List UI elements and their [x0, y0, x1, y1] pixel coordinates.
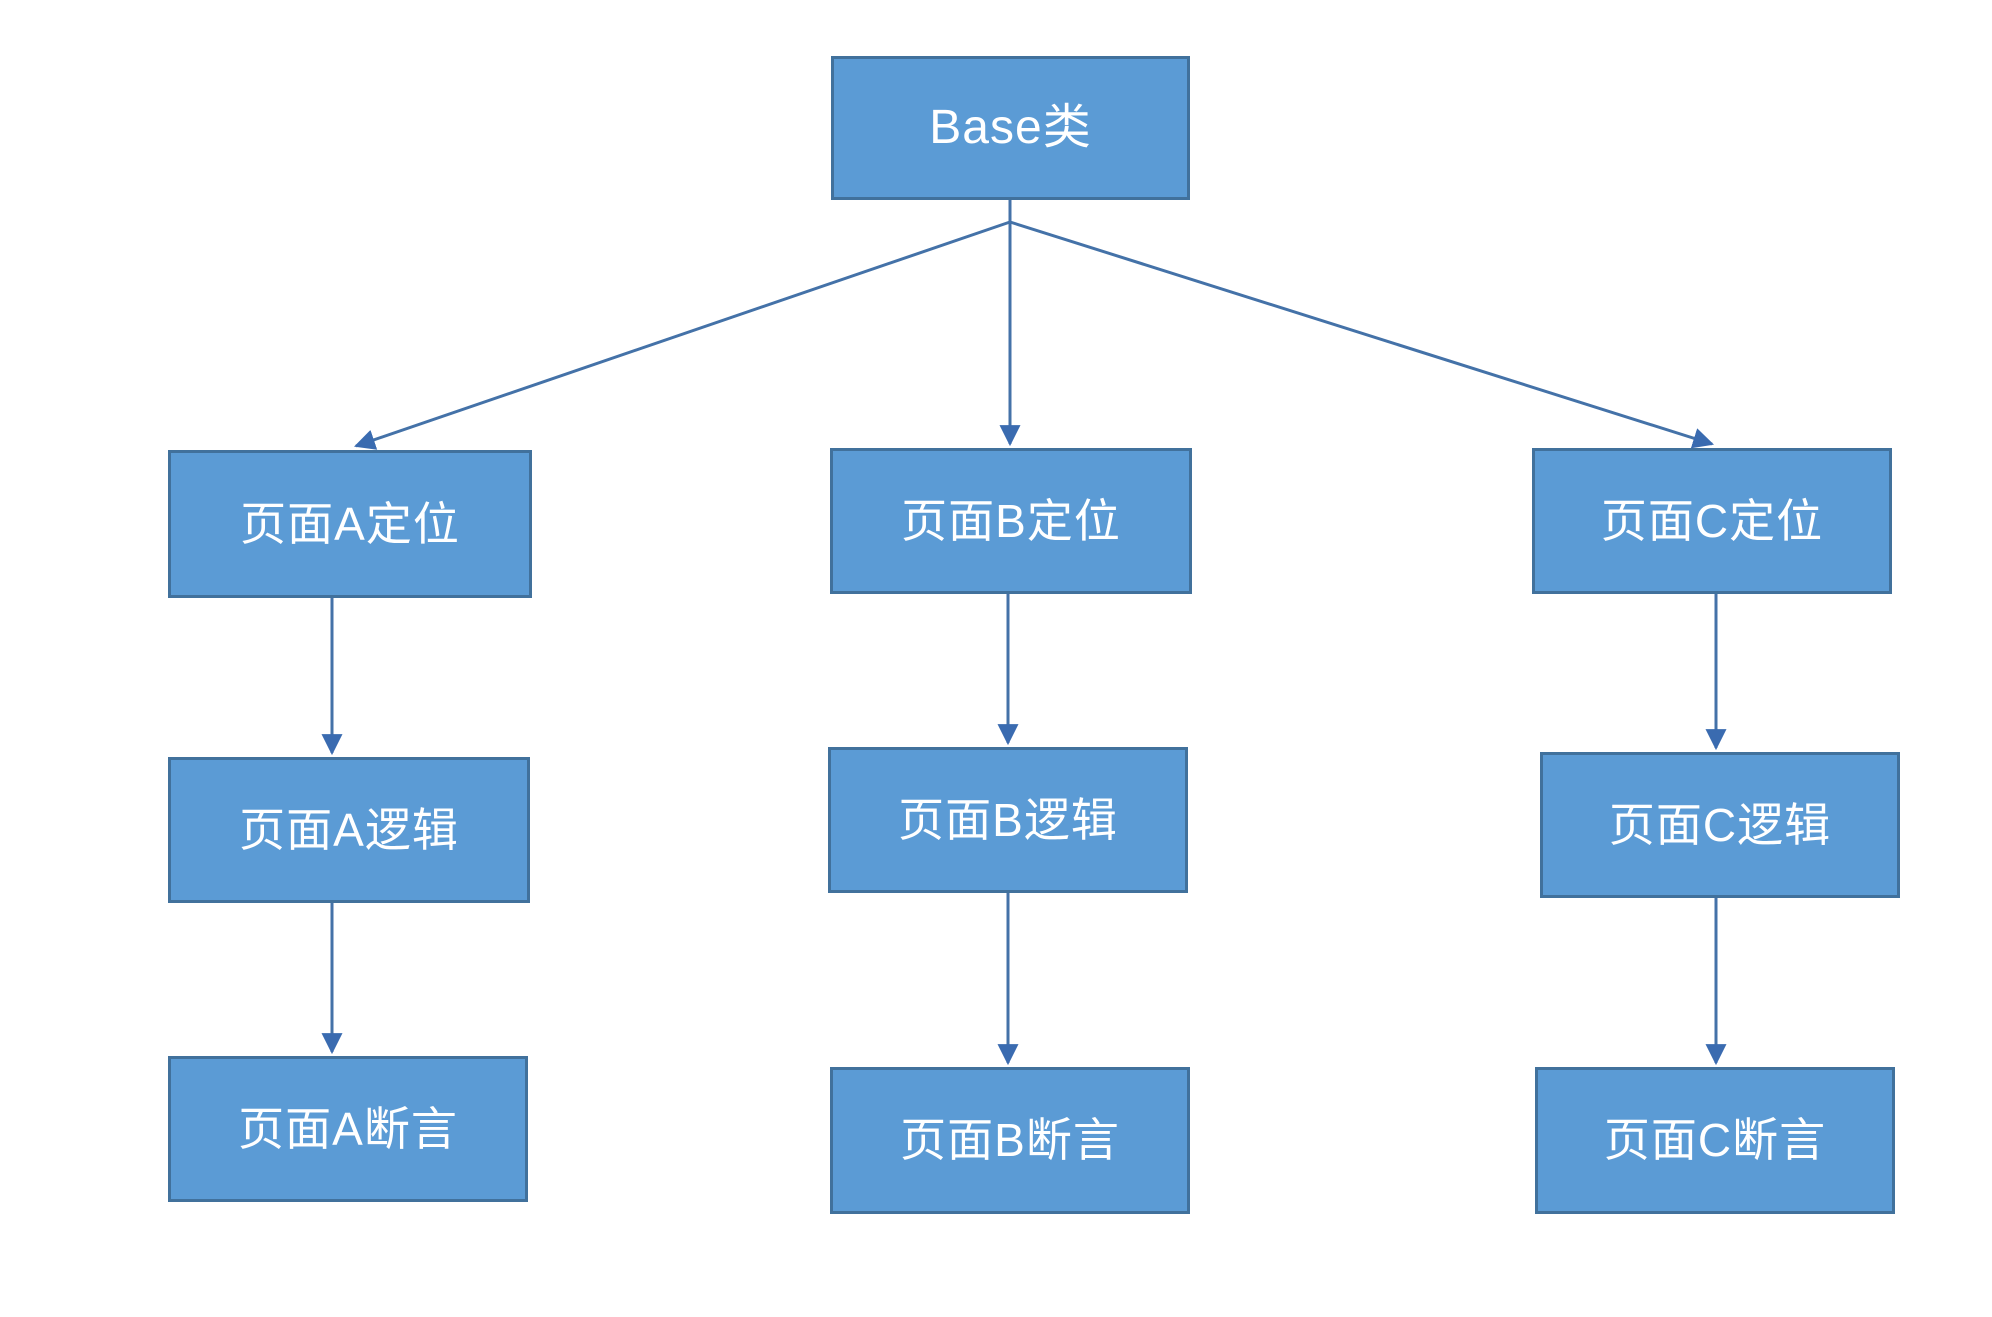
node-base-class[interactable]: Base类: [831, 56, 1190, 200]
node-page-b-assert[interactable]: 页面B断言: [830, 1067, 1190, 1214]
node-page-b-locate[interactable]: 页面B定位: [830, 448, 1192, 594]
connector-root-to-c-locate: [1009, 220, 1715, 449]
node-label: 页面B断言: [900, 1114, 1120, 1167]
node-page-a-logic[interactable]: 页面A逻辑: [168, 757, 530, 903]
node-label: 页面C定位: [1600, 494, 1824, 547]
node-label: 页面A断言: [238, 1102, 458, 1155]
node-page-a-locate[interactable]: 页面A定位: [168, 450, 532, 598]
node-page-c-locate[interactable]: 页面C定位: [1532, 448, 1892, 594]
node-label: 页面C逻辑: [1608, 798, 1832, 851]
node-page-b-logic[interactable]: 页面B逻辑: [828, 747, 1188, 893]
node-label: 页面A定位: [240, 497, 460, 550]
node-label: Base类: [929, 100, 1092, 154]
node-page-c-assert[interactable]: 页面C断言: [1535, 1067, 1895, 1214]
node-label: 页面A逻辑: [239, 803, 459, 856]
node-page-c-logic[interactable]: 页面C逻辑: [1540, 752, 1900, 898]
node-label: 页面B逻辑: [898, 793, 1118, 846]
node-label: 页面B定位: [901, 494, 1121, 547]
node-label: 页面C断言: [1603, 1114, 1827, 1167]
node-page-a-assert[interactable]: 页面A断言: [168, 1056, 528, 1202]
connector-root-to-a-locate: [354, 220, 1011, 450]
